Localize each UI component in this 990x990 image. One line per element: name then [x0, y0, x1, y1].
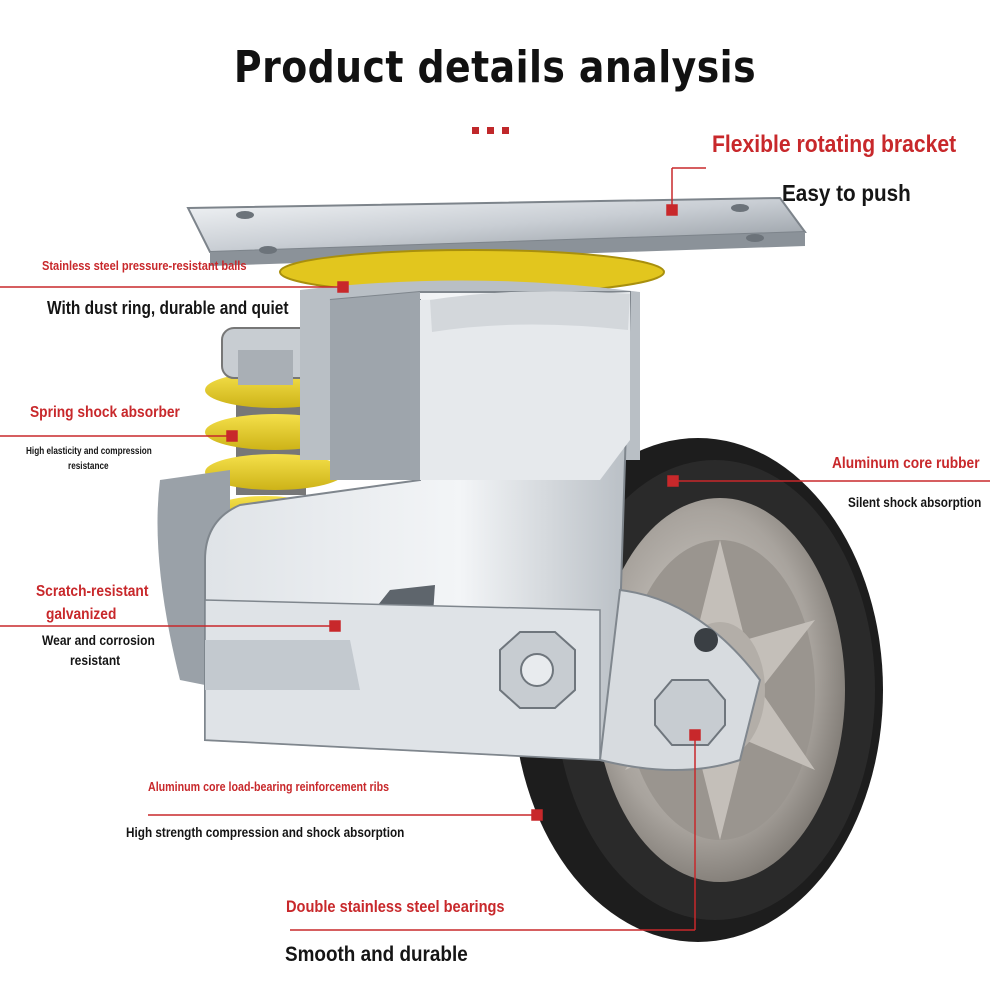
callout-galvanized-detail-line2: resistant [70, 652, 121, 668]
callout-galvanized-detail-line1: Wear and corrosion [42, 632, 155, 648]
callout-spring-detail-line2: resistance [68, 461, 109, 472]
callout-ribs-detail: High strength compression and shock abso… [126, 824, 405, 840]
axle-bolts [499, 628, 726, 746]
callout-spring-detail-line1: High elasticity and compression [26, 446, 152, 457]
callout-bearings-detail: Smooth and durable [285, 943, 468, 966]
callout-ribs-heading: Aluminum core load-bearing reinforcement… [148, 779, 390, 794]
callout-galvanized-heading-line1: Scratch-resistant [36, 583, 149, 600]
callout-rubber-detail: Silent shock absorption [848, 494, 982, 510]
callout-galvanized-heading-line2: galvanized [46, 606, 117, 623]
callout-bracket-heading: Flexible rotating bracket [712, 131, 957, 158]
callout-balls-heading: Stainless steel pressure-resistant balls [42, 258, 247, 273]
callout-bearings-heading: Double stainless steel bearings [286, 897, 505, 916]
callout-spring-heading: Spring shock absorber [30, 404, 180, 421]
callout-balls-detail: With dust ring, durable and quiet [47, 298, 289, 318]
callout-rubber-heading: Aluminum core rubber [832, 455, 980, 472]
page-title: Product details analysis [233, 42, 757, 93]
title-decoration-dots [472, 121, 520, 134]
callout-bracket-detail: Easy to push [782, 180, 911, 206]
